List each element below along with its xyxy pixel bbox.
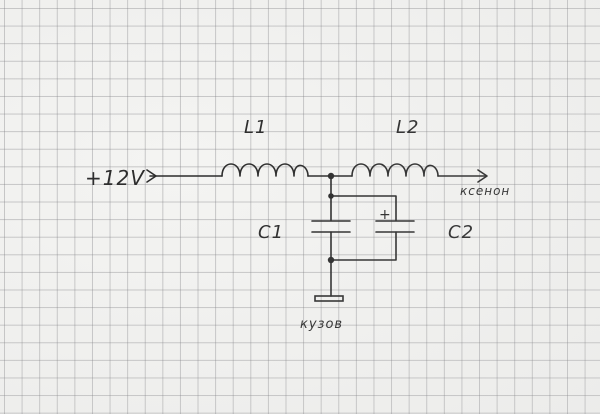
wire-to-c2-top (330, 195, 397, 221)
capacitor-c2-label: C2 (448, 222, 474, 243)
junction-c2-top (328, 193, 334, 199)
inductor-l1 (221, 163, 309, 177)
input-voltage-label: +12V (85, 166, 145, 190)
inductor-l1-label: L1 (244, 117, 267, 138)
input-wire (146, 169, 223, 183)
capacitor-c1-label: C1 (258, 222, 284, 243)
capacitor-c1 (311, 220, 351, 233)
inductor-l2 (351, 163, 439, 177)
capacitor-c2: + (375, 207, 415, 233)
ground-chassis-label: кузов (300, 317, 343, 332)
capacitor-c2-polarity-mark: + (379, 207, 392, 223)
output-wire (437, 169, 488, 183)
inductor-l2-label: L2 (396, 117, 419, 138)
output-xenon-label: ксенон (460, 184, 510, 198)
chassis-ground-symbol (314, 295, 344, 302)
wire-from-c2-bottom (330, 231, 397, 261)
